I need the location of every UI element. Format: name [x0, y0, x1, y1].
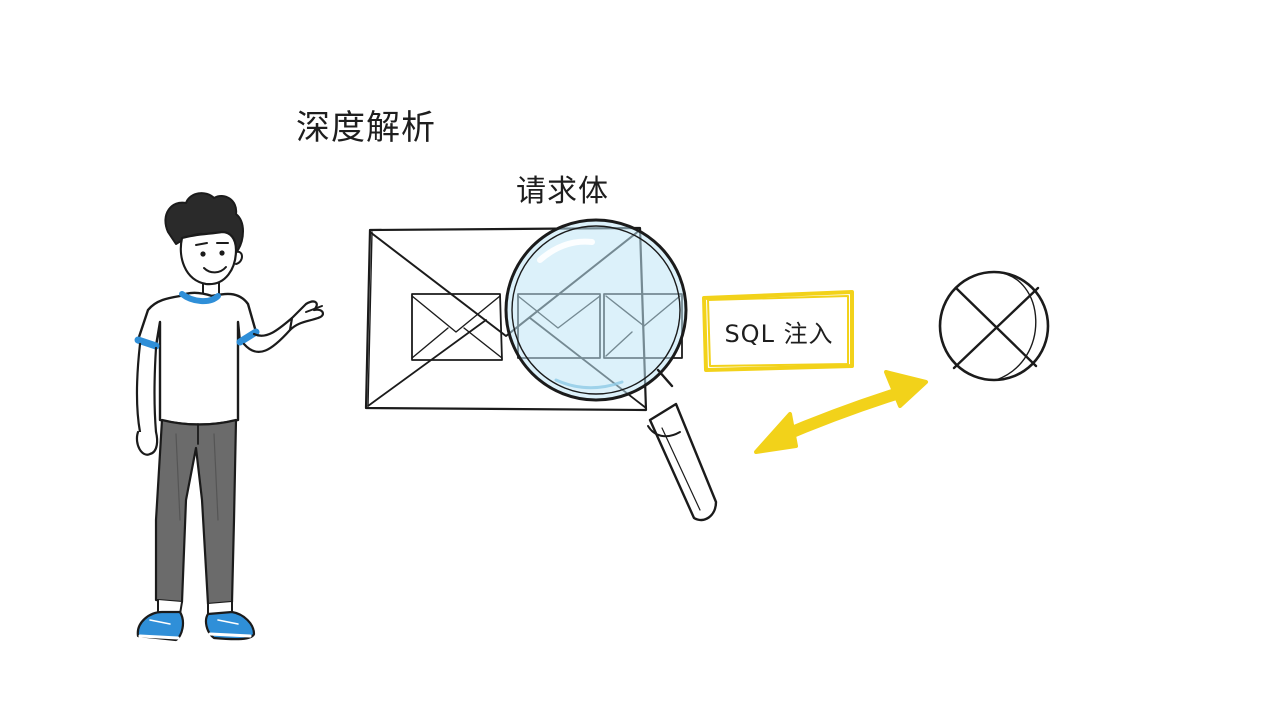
page-title: 深度解析 [296, 108, 436, 148]
person-figure [134, 192, 324, 642]
magnifying-glass-icon [504, 218, 718, 522]
sql-injection-label: SQL 注入 [724, 319, 834, 348]
sql-injection-tag-box [702, 290, 854, 372]
double-arrow-icon [754, 370, 928, 454]
blocked-x-circle-icon [938, 270, 1050, 382]
envelope-label: 请求体 [516, 174, 609, 209]
